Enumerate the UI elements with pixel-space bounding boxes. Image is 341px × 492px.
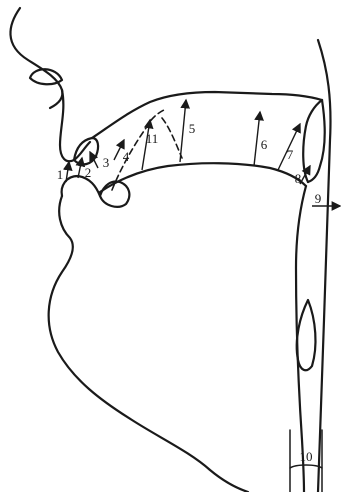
tongue-body-raised bbox=[162, 118, 182, 158]
glottis-line bbox=[290, 465, 322, 468]
label-1: 1 bbox=[57, 167, 64, 182]
label-8: 8 bbox=[295, 171, 302, 186]
arrow-5 bbox=[180, 100, 186, 162]
palate-outline bbox=[92, 92, 322, 138]
nose-outline bbox=[10, 8, 62, 108]
label-2: 2 bbox=[85, 165, 92, 180]
pharynx-back-wall bbox=[318, 40, 331, 492]
label-10: 10 bbox=[300, 449, 313, 464]
label-4: 4 bbox=[123, 149, 130, 164]
label-5: 5 bbox=[189, 121, 196, 136]
arrow-2 bbox=[78, 158, 82, 178]
label-3: 3 bbox=[103, 155, 110, 170]
label-9: 9 bbox=[315, 191, 322, 206]
lower-lip-outline bbox=[62, 176, 100, 196]
epiglottis bbox=[297, 300, 316, 370]
label-6: 6 bbox=[261, 137, 268, 152]
tongue-outline bbox=[100, 163, 306, 192]
label-7: 7 bbox=[287, 147, 294, 162]
arrow-6 bbox=[254, 112, 260, 166]
tongue-tip-retroflex bbox=[112, 110, 164, 190]
label-11: 11 bbox=[146, 131, 159, 146]
chin-neck-outline bbox=[49, 196, 248, 492]
upper-lip-outline bbox=[60, 90, 90, 161]
